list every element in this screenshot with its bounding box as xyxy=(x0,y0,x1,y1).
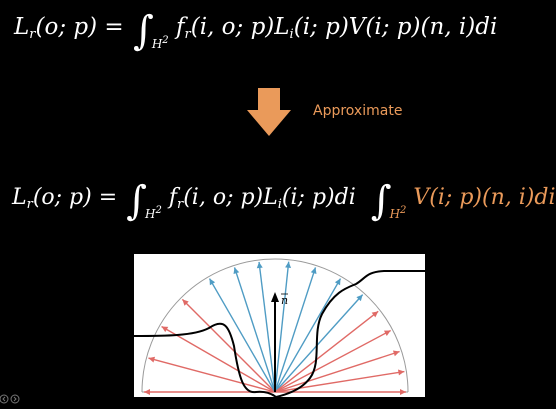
ray-blue-8 xyxy=(274,267,317,393)
normal-label: n xyxy=(281,294,288,307)
ray-group xyxy=(144,261,406,395)
ray-head-0 xyxy=(144,389,150,395)
ray-red-3 xyxy=(181,298,276,393)
ray-blue-4 xyxy=(208,278,276,393)
integral-sign: ∫ xyxy=(132,8,154,54)
ray-head-14 xyxy=(397,369,405,376)
visibility-curve-right xyxy=(275,270,425,397)
normal-arrow-head xyxy=(271,292,279,302)
ray-red-2 xyxy=(161,325,276,393)
rendering-equation: Lr(o; p) = ∫H2 fr(i, o; p)Li(i; p)V(i; p… xyxy=(14,8,498,54)
ray-head-11 xyxy=(371,311,379,318)
ray-blue-10 xyxy=(274,294,364,393)
previous-icon xyxy=(0,394,9,404)
ray-blue-6 xyxy=(258,261,276,393)
ray-head-6 xyxy=(256,261,263,269)
hemisphere-diagram: n xyxy=(134,254,425,397)
ray-blue-9 xyxy=(274,278,342,393)
split-sum-equation: Lr(o; p) = ∫H2 fr(i, o; p)Li(i; p)di ∫H2… xyxy=(12,178,556,224)
ray-head-4 xyxy=(209,278,216,286)
ray-blue-7 xyxy=(274,261,290,393)
ray-head-8 xyxy=(310,267,317,275)
ray-red-1 xyxy=(148,357,276,393)
ray-head-7 xyxy=(285,261,292,268)
ray-head-13 xyxy=(392,350,400,357)
hemisphere-dome xyxy=(141,258,409,393)
integral-sign-2: ∫ xyxy=(370,178,392,224)
ray-red-12 xyxy=(274,329,391,393)
integral-sign-1: ∫ xyxy=(126,178,147,224)
ray-head-12 xyxy=(383,330,391,336)
slide-nav[interactable] xyxy=(0,390,22,404)
ray-head-10 xyxy=(356,294,363,302)
ray-red-11 xyxy=(274,310,379,393)
ray-head-1 xyxy=(148,356,156,363)
ray-head-15 xyxy=(400,389,406,395)
ray-head-5 xyxy=(233,267,240,275)
visibility-curve-left xyxy=(134,322,277,397)
next-icon xyxy=(10,394,20,404)
ray-head-3 xyxy=(182,299,189,306)
down-arrow-icon xyxy=(247,88,291,136)
ray-blue-5 xyxy=(233,267,276,393)
ray-head-2 xyxy=(161,326,169,333)
visibility-integral: V(i; p)(n, i)di xyxy=(413,185,556,210)
ray-head-9 xyxy=(334,278,341,286)
ray-red-13 xyxy=(274,350,400,393)
approximate-label: Approximate xyxy=(313,103,403,119)
